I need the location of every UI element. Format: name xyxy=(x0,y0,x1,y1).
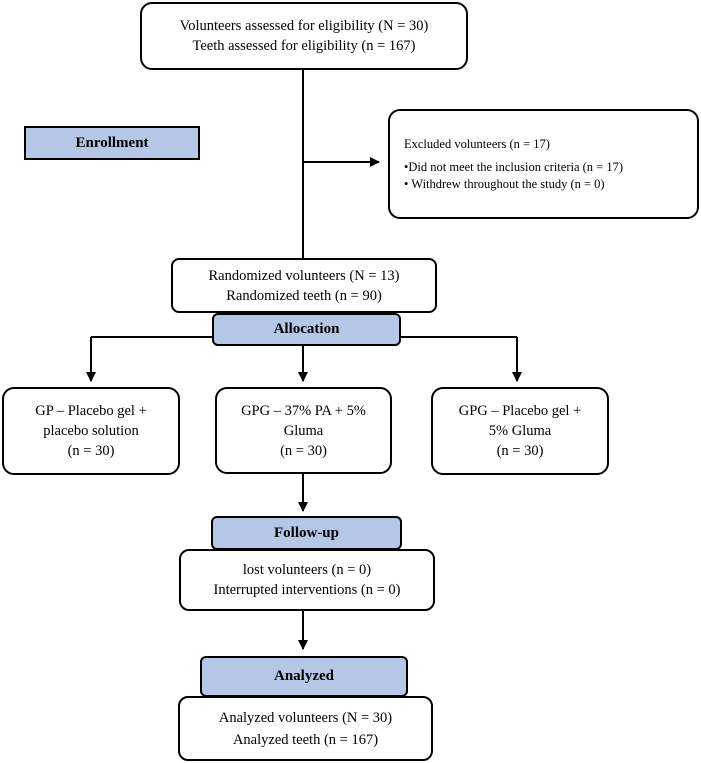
group-box-gpg-pa: GPG – 37% PA + 5% Gluma (n = 30) xyxy=(215,387,392,474)
group-line: GPG – Placebo gel + xyxy=(458,403,582,419)
analyzed-volunteers-text: Analyzed volunteers (N = 30) xyxy=(218,709,393,726)
volunteers-assessed-text: Volunteers assessed for eligibility (N =… xyxy=(179,18,429,34)
group-box-gpg-gluma: GPG – Placebo gel + 5% Gluma (n = 30) xyxy=(431,387,609,475)
group-count: (n = 30) xyxy=(67,443,115,459)
group-line: 5% Gluma xyxy=(488,423,552,439)
followup-stage-label: Follow-up xyxy=(211,516,402,550)
analyzed-stage-label: Analyzed xyxy=(200,656,408,697)
group-box-gp: GP – Placebo gel + placebo solution (n =… xyxy=(2,387,180,475)
followup-box: lost volunteers (n = 0) Interrupted inte… xyxy=(179,549,435,611)
group-count: (n = 30) xyxy=(496,443,544,459)
allocation-stage-label: Allocation xyxy=(212,313,401,346)
group-line: GPG – 37% PA + 5% xyxy=(241,402,366,419)
analyzed-box: Analyzed volunteers (N = 30) Analyzed te… xyxy=(178,696,433,761)
eligibility-box: Volunteers assessed for eligibility (N =… xyxy=(140,2,468,70)
randomized-teeth-text: Randomized teeth (n = 90) xyxy=(226,287,382,304)
randomized-volunteers-text: Randomized volunteers (N = 13) xyxy=(208,267,400,284)
group-count: (n = 30) xyxy=(280,442,327,459)
analyzed-text: Analyzed xyxy=(274,668,334,684)
group-line: placebo solution xyxy=(43,423,139,439)
followup-text: Follow-up xyxy=(273,524,339,541)
excluded-title: Excluded volunteers (n = 17) xyxy=(404,136,550,151)
lost-volunteers-text: lost volunteers (n = 0) xyxy=(242,562,372,578)
enrollment-text: Enrollment xyxy=(75,134,149,151)
analyzed-teeth-text: Analyzed teeth (n = 167) xyxy=(232,731,379,748)
excluded-item: • Withdrew throughout the study (n = 0) xyxy=(404,176,605,191)
allocation-text: Allocation xyxy=(273,321,340,337)
group-line: GP – Placebo gel + xyxy=(35,403,147,419)
randomized-box: Randomized volunteers (N = 13) Randomize… xyxy=(171,258,437,313)
interrupted-interventions-text: Interrupted interventions (n = 0) xyxy=(213,582,401,598)
group-line: Gluma xyxy=(283,422,324,439)
teeth-assessed-text: Teeth assessed for eligibility (n = 167) xyxy=(192,38,416,54)
excluded-box: Excluded volunteers (n = 17) •Did not me… xyxy=(388,109,699,219)
enrollment-stage-label: Enrollment xyxy=(24,126,200,160)
excluded-item: •Did not meet the inclusion criteria (n … xyxy=(404,159,624,174)
